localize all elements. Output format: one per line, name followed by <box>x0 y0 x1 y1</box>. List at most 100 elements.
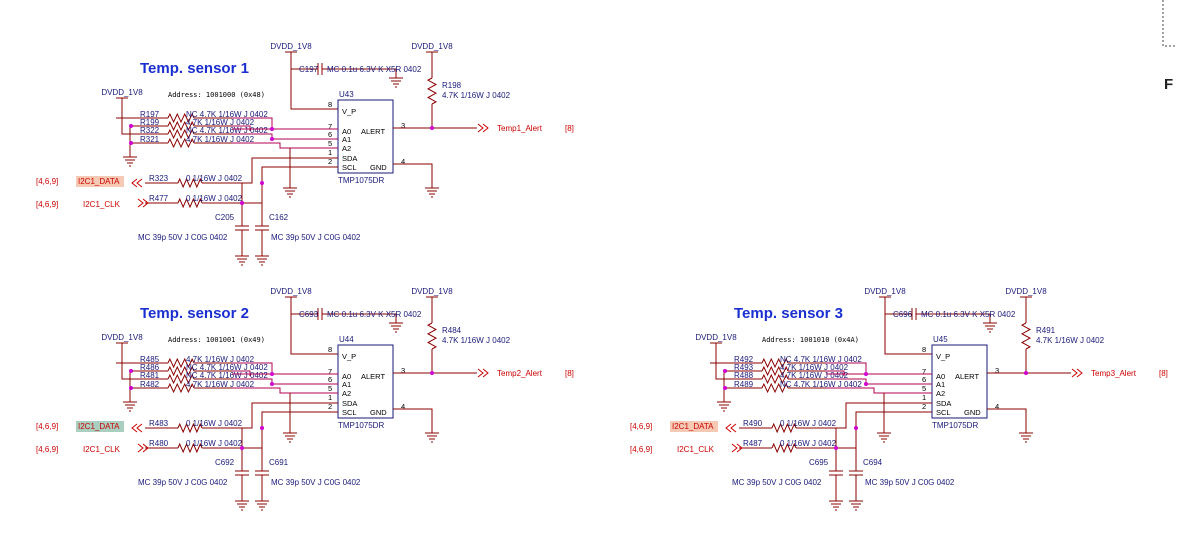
pin-num: 7 <box>328 367 332 376</box>
alert-page-ref: [8] <box>565 369 574 378</box>
wire <box>121 343 168 380</box>
address-label: Address: 1001000 (0x48) <box>168 91 265 99</box>
addr-resistor-ref: R482 <box>140 380 160 389</box>
junction-dot <box>260 181 264 185</box>
pin-num: 1 <box>328 393 332 402</box>
pin-num: 1 <box>328 148 332 157</box>
ground-symbol <box>425 427 439 443</box>
addr-resistor-value: 4.7K 1/16W J 0402 <box>186 135 255 144</box>
clk-net-label: I2C1_CLK <box>83 200 121 209</box>
resistor-symbol <box>1020 322 1032 350</box>
wire <box>130 370 168 389</box>
data-page-ref: [4,6,9] <box>630 422 652 431</box>
pullup-value: 4.7K 1/16W J 0402 <box>442 91 511 100</box>
bus-resistor-ref: R480 <box>149 439 169 448</box>
pin-num: 6 <box>328 130 332 139</box>
ic-part: TMP1075DR <box>932 421 978 430</box>
offpage-arrow <box>477 123 489 133</box>
resistor-symbol <box>761 365 789 377</box>
frame-letter: F <box>1164 76 1173 93</box>
bus-resistor-ref: R483 <box>149 419 169 428</box>
cap-ref: C693 <box>299 310 319 319</box>
addr-resistor-ref: R321 <box>140 135 160 144</box>
resistor-symbol <box>761 373 789 385</box>
addr-resistor-ref: R493 <box>734 363 754 372</box>
clk-page-ref: [4,6,9] <box>630 445 652 454</box>
ground-symbol <box>123 151 137 167</box>
data-page-ref: [4,6,9] <box>36 177 58 186</box>
addr-link <box>232 142 338 149</box>
wire <box>393 408 433 427</box>
pin-num: 5 <box>328 384 332 393</box>
resistor-symbol <box>167 357 195 369</box>
bus-resistor-value: 0 1/16W J 0402 <box>186 174 243 183</box>
pin-label-a1: A1 <box>342 135 351 144</box>
data-net-tag <box>670 421 718 432</box>
wire <box>987 408 1027 427</box>
block-title: Temp. sensor 2 <box>140 305 249 322</box>
resistor-symbol <box>426 77 438 105</box>
addr-resistor-value: NC 4.7K 1/16W J 0402 <box>186 371 268 380</box>
addr-resistor-value: 4.7K 1/16W J 0402 <box>186 380 255 389</box>
addr-resistor-value: 4.7K 1/16W J 0402 <box>186 355 255 364</box>
resistor-symbol <box>177 442 203 454</box>
bus-resistor-ref: R487 <box>743 439 763 448</box>
pin-num: 5 <box>922 384 926 393</box>
data-net-tag <box>76 176 124 187</box>
resistor-symbol <box>167 382 195 394</box>
cap-value: MC 0.1u 6.3V K X5R 0402 <box>921 310 1016 319</box>
addr-resistor-ref: R486 <box>140 363 160 372</box>
bus-cap-ref: C694 <box>863 458 883 467</box>
bus-cap-ref: C205 <box>215 213 235 222</box>
wire <box>885 308 991 320</box>
addr-link <box>232 133 338 140</box>
addr-resistor-value: 4.7K 1/16W J 0402 <box>780 371 849 380</box>
ground-symbol <box>829 495 843 511</box>
pin-num: 2 <box>922 402 926 411</box>
pin-label-scl: SCL <box>342 163 357 172</box>
wire <box>796 402 932 429</box>
pin-num: 8 <box>328 345 332 354</box>
bus-resistor-ref: R490 <box>743 419 763 428</box>
addr-resistor-value: NC 4.7K 1/16W J 0402 <box>780 355 862 364</box>
addr-resistor-value: NC 4.7K 1/16W J 0402 <box>780 380 862 389</box>
pullup-ref: R491 <box>1036 326 1056 335</box>
ground-symbol <box>283 427 297 443</box>
pullup-ref: R198 <box>442 81 462 90</box>
offpage-arrow <box>137 443 149 453</box>
addr-link <box>826 362 867 375</box>
junction-dot <box>1024 371 1028 375</box>
pin-label-a2: A2 <box>342 144 351 153</box>
junction-dot <box>270 137 274 141</box>
power-label: DVDD_1V8 <box>101 333 143 342</box>
power-label: DVDD_1V8 <box>1005 287 1047 296</box>
clk-page-ref: [4,6,9] <box>36 200 58 209</box>
bus-cap-value: MC 39p 50V J C0G 0402 <box>271 233 361 242</box>
junction-dot <box>270 372 274 376</box>
junction-dot <box>864 372 868 376</box>
power-label: DVDD_1V8 <box>411 287 453 296</box>
pin-label-vp: V_P <box>342 107 356 116</box>
cap-ref: C696 <box>893 310 913 319</box>
ground-symbol <box>983 317 997 333</box>
addr-link <box>826 387 932 394</box>
alert-net-label: Temp1_Alert <box>497 124 543 133</box>
pin-num: 4 <box>401 402 405 411</box>
pin-label-a2: A2 <box>936 389 945 398</box>
ground-symbol <box>849 495 863 511</box>
addr-resistor-ref: R481 <box>140 371 160 380</box>
pin-num: 8 <box>922 345 926 354</box>
wire <box>202 157 338 184</box>
alert-page-ref: [8] <box>1159 369 1168 378</box>
pin-num: 2 <box>328 157 332 166</box>
power-label: DVDD_1V8 <box>270 42 312 51</box>
ic-body <box>931 344 988 419</box>
junction-dot <box>834 446 838 450</box>
bus-cap-value: MC 39p 50V J C0G 0402 <box>138 233 228 242</box>
bus-resistor-value: 0 1/16W J 0402 <box>780 439 837 448</box>
junction-dot <box>260 426 264 430</box>
data-net-label: I2C1_DATA <box>78 422 120 431</box>
addr-resistor-ref: R492 <box>734 355 754 364</box>
